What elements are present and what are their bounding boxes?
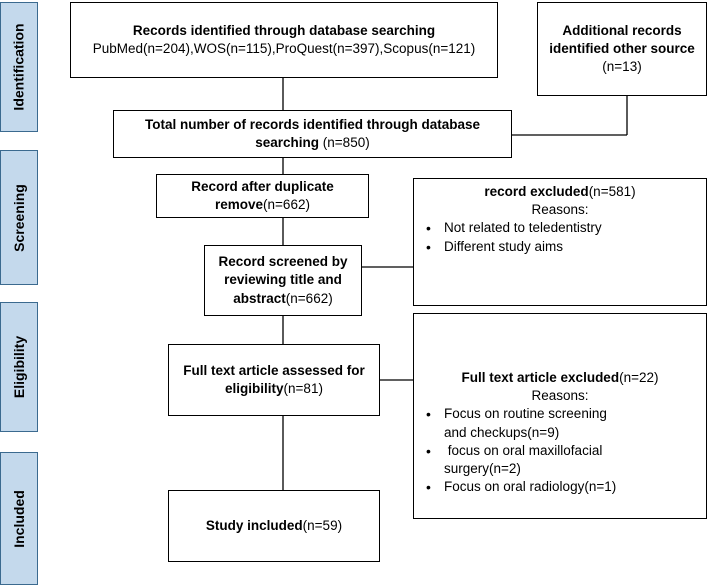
fulltext-assessed-line2-bold: eligibility xyxy=(225,381,284,396)
fulltext-assessed-line1: Full text article assessed for xyxy=(183,362,365,378)
screened-line1: Record screened by xyxy=(218,254,348,270)
list-item: Focus on routine screening and checkups(… xyxy=(426,405,706,441)
after-duplicate-count: (n=662) xyxy=(263,197,310,212)
database-search-box: Records identified through database sear… xyxy=(70,2,498,78)
fulltext-excluded-head-bold: Full text article excluded xyxy=(461,370,620,385)
screening-excluded-head-bold: record excluded xyxy=(484,184,589,199)
screening-excluded-reasons-label: Reasons: xyxy=(531,202,589,218)
study-included-label: Study included(n=59) xyxy=(206,517,342,535)
stage-included: Included xyxy=(0,452,38,585)
total-records-box: Total number of records identified throu… xyxy=(113,110,512,158)
screening-excluded-reasons: Not related to teledentistry Different s… xyxy=(414,219,706,257)
total-records-line2-bold: searching xyxy=(255,135,320,150)
after-duplicate-box: Record after duplicate remove(n=662) xyxy=(156,174,369,218)
study-included-count: (n=59) xyxy=(302,517,343,533)
fulltext-excluded-count: (n=22) xyxy=(619,370,659,385)
fulltext-excluded-head: Full text article excluded(n=22) xyxy=(414,369,706,387)
total-records-line1: Total number of records identified throu… xyxy=(144,116,481,132)
list-item: Focus on oral radiology(n=1) xyxy=(426,478,706,497)
stage-screening: Screening xyxy=(0,150,38,285)
list-item: focus on oral maxillofacial surgery(n=2) xyxy=(426,442,706,478)
database-search-title: Records identified through database sear… xyxy=(132,22,436,38)
screening-excluded-head: record excluded(n=581) xyxy=(414,183,706,201)
list-item: Not related to teledentistry xyxy=(426,219,706,238)
database-search-detail: PubMed(n=204),WOS(n=115),ProQuest(n=397)… xyxy=(92,41,476,56)
fulltext-excluded-box: Full text article excluded(n=22) Reasons… xyxy=(413,313,707,519)
fulltext-excluded-reasons-label: Reasons: xyxy=(531,388,589,404)
list-item: Different study aims xyxy=(426,238,706,257)
study-included-label-bold: Study included xyxy=(205,517,303,533)
additional-records-line1: Additional records xyxy=(562,22,682,38)
screened-line3: abstract(n=662) xyxy=(233,290,332,308)
total-records-count: (n=850) xyxy=(319,135,370,150)
after-duplicate-line2: remove(n=662) xyxy=(215,196,310,214)
fulltext-assessed-count: (n=81) xyxy=(283,381,323,396)
after-duplicate-line2-bold: remove xyxy=(215,197,264,212)
additional-records-box: Additional records identified other sour… xyxy=(537,2,707,96)
study-included-box: Study included(n=59) xyxy=(168,490,380,562)
screening-excluded-count: (n=581) xyxy=(588,184,636,199)
list-item-line: surgery(n=2) xyxy=(444,461,521,477)
additional-records-count: (n=13) xyxy=(602,59,642,75)
stage-eligibility: Eligibility xyxy=(0,302,38,432)
list-item-line: and checkups(n=9) xyxy=(444,424,560,440)
screened-line2: reviewing title and xyxy=(224,272,342,288)
stage-identification: Identification xyxy=(0,2,38,132)
screened-box: Record screened by reviewing title and a… xyxy=(204,245,362,316)
total-records-line2: searching (n=850) xyxy=(255,134,369,152)
screened-line3-bold: abstract xyxy=(233,290,286,306)
list-item-line: focus on oral maxillofacial xyxy=(444,442,603,458)
list-item-line: Focus on routine screening xyxy=(444,406,607,422)
fulltext-assessed-box: Full text article assessed for eligibili… xyxy=(168,344,380,416)
list-item-line: Focus on oral radiology(n=1) xyxy=(444,479,617,495)
after-duplicate-line1: Record after duplicate xyxy=(191,178,334,194)
additional-records-line2: identified other source xyxy=(549,40,695,56)
screening-excluded-box: record excluded(n=581) Reasons: Not rela… xyxy=(413,178,707,306)
fulltext-assessed-line2: eligibility(n=81) xyxy=(225,380,323,398)
fulltext-excluded-reasons: Focus on routine screening and checkups(… xyxy=(414,405,706,497)
screened-count: (n=662) xyxy=(285,290,333,306)
